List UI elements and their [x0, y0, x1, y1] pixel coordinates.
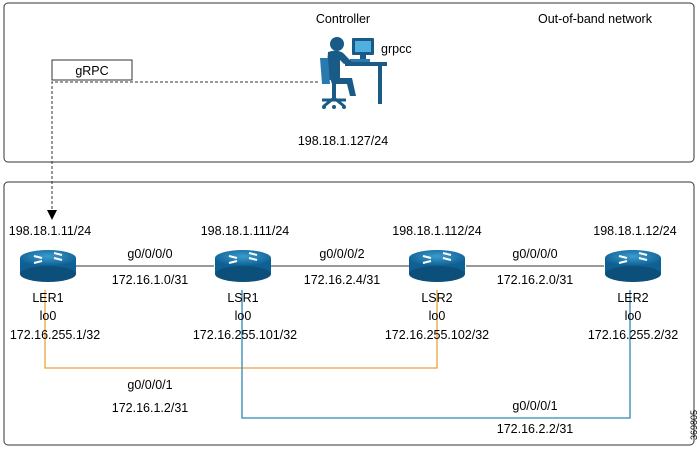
out-of-band-panel — [3, 2, 695, 163]
router-mgmt-ip: 198.18.1.111/24 — [201, 224, 290, 238]
controller-app-label: grpcc — [381, 42, 412, 56]
bypass-interface-label: g0/0/0/1 — [127, 378, 172, 392]
router-loopback-ip: 172.16.255.101/32 — [193, 328, 297, 342]
router-icon — [215, 250, 271, 282]
router-loopback-ip: 172.16.255.2/32 — [588, 328, 678, 342]
bypass-subnet-label: 172.16.1.2/31 — [112, 401, 189, 415]
grpc-label: gRPC — [75, 64, 108, 78]
router-ler1: 198.18.1.11/24 LER1 lo0 172.16.255.1/32 — [9, 224, 100, 342]
link-subnet-label: 172.16.2.0/31 — [497, 273, 574, 287]
controller-ip: 198.18.1.127/24 — [298, 134, 388, 148]
link-subnet-label: 172.16.2.4/31 — [304, 273, 381, 287]
controller-title: Controller — [316, 12, 370, 26]
controller-person-icon — [320, 37, 387, 109]
router-loopback-ip: 172.16.255.1/32 — [10, 328, 100, 342]
mpls-network-panel — [3, 181, 695, 446]
link-interface-label: g0/0/0/0 — [512, 247, 557, 261]
router-icon — [605, 250, 661, 282]
grpc-dashed-connector — [51, 81, 318, 212]
router-loopback: lo0 — [625, 309, 642, 323]
router-name: LER1 — [32, 291, 63, 305]
link-interface-label: g0/0/0/0 — [127, 247, 172, 261]
router-icon — [409, 250, 465, 282]
router-mgmt-ip: 198.18.1.11/24 — [9, 224, 92, 238]
link-subnet-label: 172.16.1.0/31 — [112, 273, 189, 287]
link-interface-label: g0/0/0/2 — [319, 247, 364, 261]
bypass-interface-label: g0/0/0/1 — [512, 399, 557, 413]
grpc-box — [51, 59, 133, 81]
router-lsr2: 198.18.1.112/24 LSR2 lo0 172.16.255.102/… — [385, 224, 489, 342]
router-name: LSR1 — [227, 291, 258, 305]
router-loopback-ip: 172.16.255.102/32 — [385, 328, 489, 342]
bypass-link-lsr1-ler2 — [241, 290, 631, 419]
router-lsr1: 198.18.1.111/24 LSR1 lo0 172.16.255.101/… — [193, 224, 297, 342]
bypass-subnet-label: 172.16.2.2/31 — [497, 422, 574, 436]
router-name: LSR2 — [421, 291, 452, 305]
router-mgmt-ip: 198.18.1.12/24 — [593, 224, 676, 238]
router-icon — [20, 250, 76, 282]
bypass-link-ler1-lsr2 — [44, 290, 438, 369]
grpc-arrowhead — [47, 210, 57, 220]
router-ler2: 198.18.1.12/24 LER2 lo0 172.16.255.2/32 — [588, 224, 678, 342]
router-loopback: lo0 — [40, 309, 57, 323]
figure-id: 369805 — [689, 410, 699, 440]
router-name: LER2 — [617, 291, 648, 305]
out-of-band-title: Out-of-band network — [538, 12, 653, 26]
router-mgmt-ip: 198.18.1.112/24 — [392, 224, 481, 238]
router-loopback: lo0 — [429, 309, 446, 323]
router-loopback: lo0 — [235, 309, 252, 323]
